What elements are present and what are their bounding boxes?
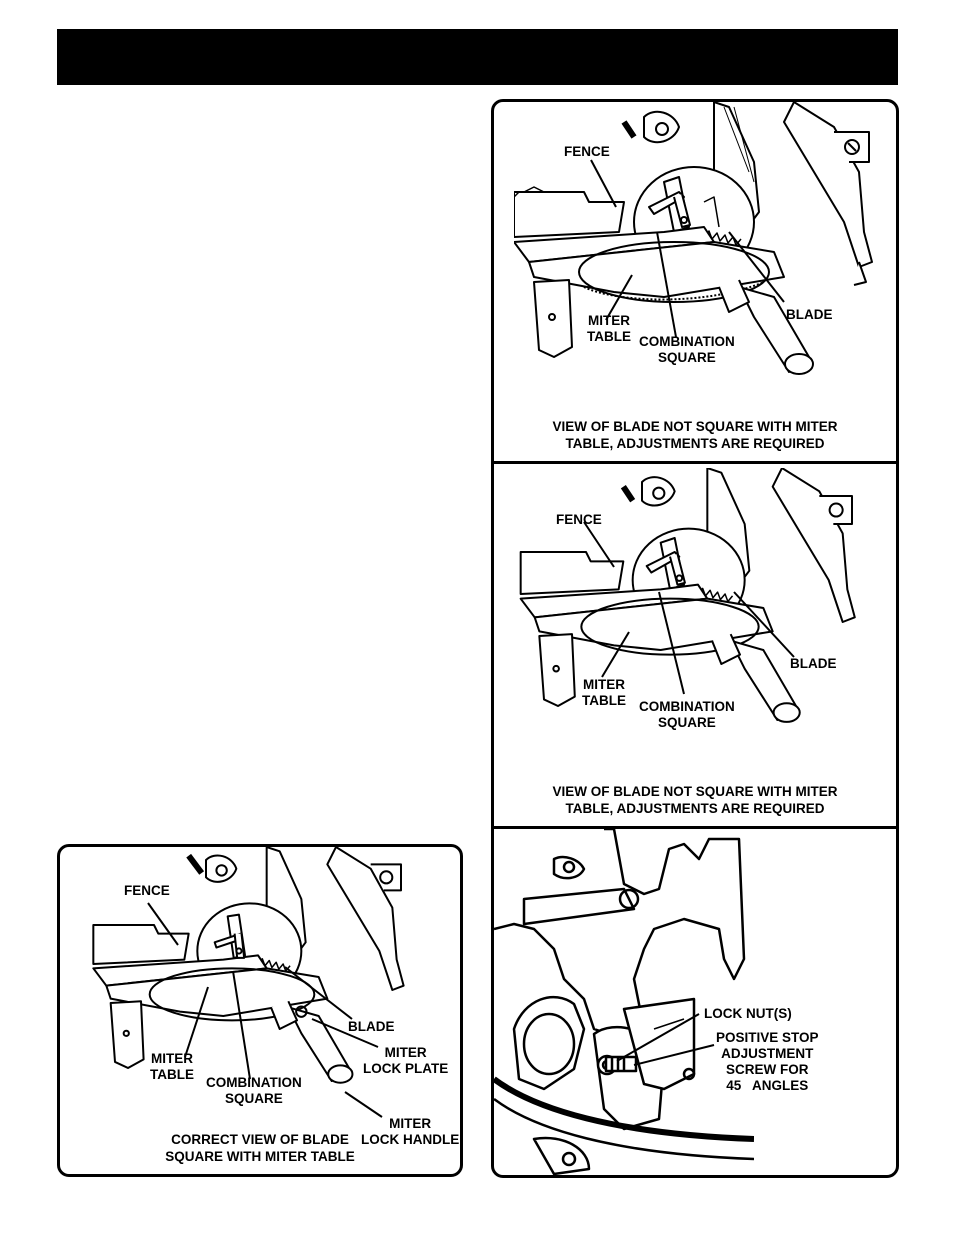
- callout-lines-d: [60, 847, 463, 1177]
- label-blade: BLADE: [348, 1019, 395, 1034]
- miter-saw-illustration-correct: [78, 847, 438, 1107]
- figure-caption-b: VIEW OF BLADE NOT SQUARE WITH MITER TABL…: [552, 784, 838, 816]
- label-combination-square: COMBINATION SQUARE: [639, 699, 735, 730]
- label-fence: FENCE: [564, 144, 610, 159]
- label-combination-square: COMBINATION SQUARE: [639, 334, 735, 365]
- miter-saw-illustration-b: [508, 468, 888, 748]
- callout-lines-c: [494, 829, 899, 1178]
- label-fence: FENCE: [556, 512, 602, 527]
- label-lock-nut: LOCK NUT(S): [704, 1006, 792, 1021]
- figure-divider: [494, 461, 896, 464]
- label-blade: BLADE: [790, 656, 837, 671]
- figure-divider: [494, 826, 896, 829]
- callout-lines-b: [494, 462, 899, 762]
- callout-lines-a: [494, 102, 899, 402]
- label-combination-square: COMBINATION SQUARE: [206, 1075, 302, 1106]
- figure-caption-correct: CORRECT VIEW OF BLADE SQUARE WITH MITER …: [165, 1132, 355, 1164]
- label-fence: FENCE: [124, 883, 170, 898]
- bevel-stop-closeup-illustration: [494, 829, 754, 1178]
- figure-caption-a: VIEW OF BLADE NOT SQUARE WITH MITER TABL…: [552, 419, 838, 451]
- miter-saw-illustration-a: [514, 102, 894, 402]
- correct-view-figure-panel: FENCE BLADE MITER LOCK PLATE MITER TABLE…: [57, 844, 463, 1177]
- right-figure-panel: FENCE MITER TABLE COMBINATION SQUARE BLA…: [491, 99, 899, 1178]
- label-miter-table: MITER TABLE: [587, 313, 631, 344]
- label-miter-lock-plate: MITER LOCK PLATE: [363, 1045, 449, 1076]
- label-positive-stop-screw: POSITIVE STOP ADJUSTMENT SCREW FOR 45 AN…: [716, 1030, 819, 1093]
- label-blade: BLADE: [786, 307, 833, 322]
- label-miter-lock-handle: MITER LOCK HANDLE: [361, 1116, 460, 1147]
- label-miter-table: MITER TABLE: [582, 677, 626, 708]
- header-bar: [57, 29, 898, 85]
- label-miter-table: MITER TABLE: [150, 1051, 194, 1082]
